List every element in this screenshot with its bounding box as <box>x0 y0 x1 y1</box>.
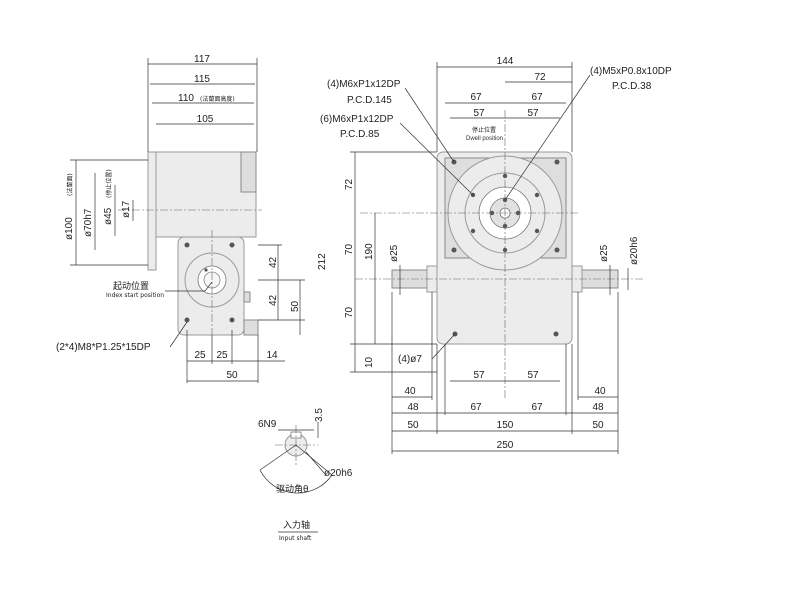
side-bolt-4 <box>229 317 235 323</box>
front-view: 144 72 67 67 57 57 停止位置 Dwell position (… <box>317 56 672 454</box>
side-view: 117 115 110 (法蘭面高度) 105 ø100 (法蘭面) ø70h7… <box>56 54 305 383</box>
side-upper-body <box>155 151 257 238</box>
side-bolt-5 <box>204 268 208 272</box>
dim-50v: 50 <box>290 300 301 312</box>
dim-70: ø70h7 <box>83 208 94 237</box>
dim-40l: 40 <box>404 386 416 397</box>
angle-ray-1 <box>259 444 297 471</box>
dim-14: 14 <box>266 350 278 361</box>
side-bottom-boss <box>243 319 259 336</box>
shaft-title-en: Input shaft <box>279 535 312 542</box>
dim-190: 190 <box>364 243 375 260</box>
dim-67br: 67 <box>531 402 543 413</box>
index-leader-2 <box>204 281 213 292</box>
dim-250: 250 <box>497 440 514 451</box>
shaft-d35: 3.5 <box>314 408 325 422</box>
dim-100: ø100 <box>64 217 75 240</box>
dim-phi20h6: ø20h6 <box>629 236 640 265</box>
dim-57bl: 57 <box>473 370 485 381</box>
dim-105: 105 <box>197 114 214 125</box>
dwell-en: Dwell position <box>466 136 503 142</box>
callout-pcd145: P.C.D.145 <box>347 95 392 106</box>
dim-100-note: (法蘭面) <box>66 173 74 196</box>
side-upper-boss <box>240 151 257 193</box>
dim-150: 150 <box>497 420 514 431</box>
pcd85-hole-4 <box>534 228 540 234</box>
side-bolt-3 <box>184 317 190 323</box>
angle-ray-2 <box>295 444 333 476</box>
leader-m6-145 <box>404 87 455 163</box>
dim-48r: 48 <box>592 402 604 413</box>
side-bolt-1 <box>184 242 190 248</box>
dim-50r: 50 <box>592 420 604 431</box>
dim-57tl: 57 <box>473 108 485 119</box>
dim-45: ø45 <box>103 207 114 225</box>
dim-72v: 72 <box>344 178 355 190</box>
dim-40r: 40 <box>594 386 606 397</box>
side-flange <box>147 151 157 271</box>
dim-115: 115 <box>194 74 210 85</box>
side-key <box>243 291 251 303</box>
dim-110-note: (法蘭面高度) <box>200 95 235 103</box>
dwell-cn: 停止位置 <box>472 126 496 134</box>
corner-hole-3 <box>451 247 457 253</box>
dim-70va: 70 <box>344 243 355 255</box>
index-start-en: Index start position <box>106 292 164 299</box>
dim-10: 10 <box>364 356 375 368</box>
dim-48l: 48 <box>407 402 419 413</box>
dim-50l: 50 <box>407 420 419 431</box>
index-start-cn: 起动位置 <box>113 280 149 292</box>
dim-17: ø17 <box>121 200 132 218</box>
leader-m6-85 <box>399 122 474 196</box>
corner-hole-4 <box>554 247 560 253</box>
angle-arc <box>259 469 333 494</box>
bolt-leader <box>169 321 188 348</box>
dim-25a: 25 <box>194 350 206 361</box>
callout-m6-85: (6)M6xP1x12DP <box>320 114 394 125</box>
callout-phi7: (4)ø7 <box>398 354 422 365</box>
dim-67bl: 67 <box>470 402 482 413</box>
dim-45-note: (停止位置) <box>105 169 113 198</box>
pcd85-hole-2 <box>534 192 540 198</box>
dim-42b: 42 <box>268 294 279 306</box>
side-bolt-2 <box>229 242 235 248</box>
dim-117: 117 <box>194 54 210 65</box>
input-shaft-detail: 6N9 3.5 ø20h6 驱动角θ 入力轴 Input shaft <box>258 408 353 542</box>
dim-phi25-right: ø25 <box>599 244 610 262</box>
dim-67tl: 67 <box>470 92 482 103</box>
callout-pcd38: P.C.D.38 <box>612 81 652 92</box>
base-hole-2 <box>553 331 559 337</box>
leader-m5 <box>504 74 591 201</box>
leader-phi7 <box>431 333 456 360</box>
dim-57br: 57 <box>527 370 539 381</box>
dim-212: 212 <box>317 253 328 270</box>
dim-phi25-left: ø25 <box>389 244 400 262</box>
corner-hole-2 <box>554 159 560 165</box>
dim-57tr: 57 <box>527 108 539 119</box>
callout-m6-145: (4)M6xP1x12DP <box>327 79 401 90</box>
dim-25b: 25 <box>216 350 228 361</box>
shaft-angle: 驱动角θ <box>276 483 309 495</box>
dim-72t: 72 <box>534 72 546 83</box>
shaft-key: 6N9 <box>258 419 277 430</box>
dim-110: 110 <box>178 93 194 104</box>
shaft-title-cn: 入力轴 <box>283 519 310 531</box>
dim-70vb: 70 <box>344 306 355 318</box>
dim-42a: 42 <box>268 256 279 268</box>
shaft-phi: ø20h6 <box>324 468 353 479</box>
pcd85-hole-3 <box>470 228 476 234</box>
callout-pcd85: P.C.D.85 <box>340 129 380 140</box>
bolt-note: (2*4)M8*P1.25*15DP <box>56 342 151 353</box>
dim-67tr: 67 <box>531 92 543 103</box>
dim-50h: 50 <box>226 370 238 381</box>
callout-m5: (4)M5xP0.8x10DP <box>590 66 672 77</box>
dim-144: 144 <box>497 56 514 67</box>
